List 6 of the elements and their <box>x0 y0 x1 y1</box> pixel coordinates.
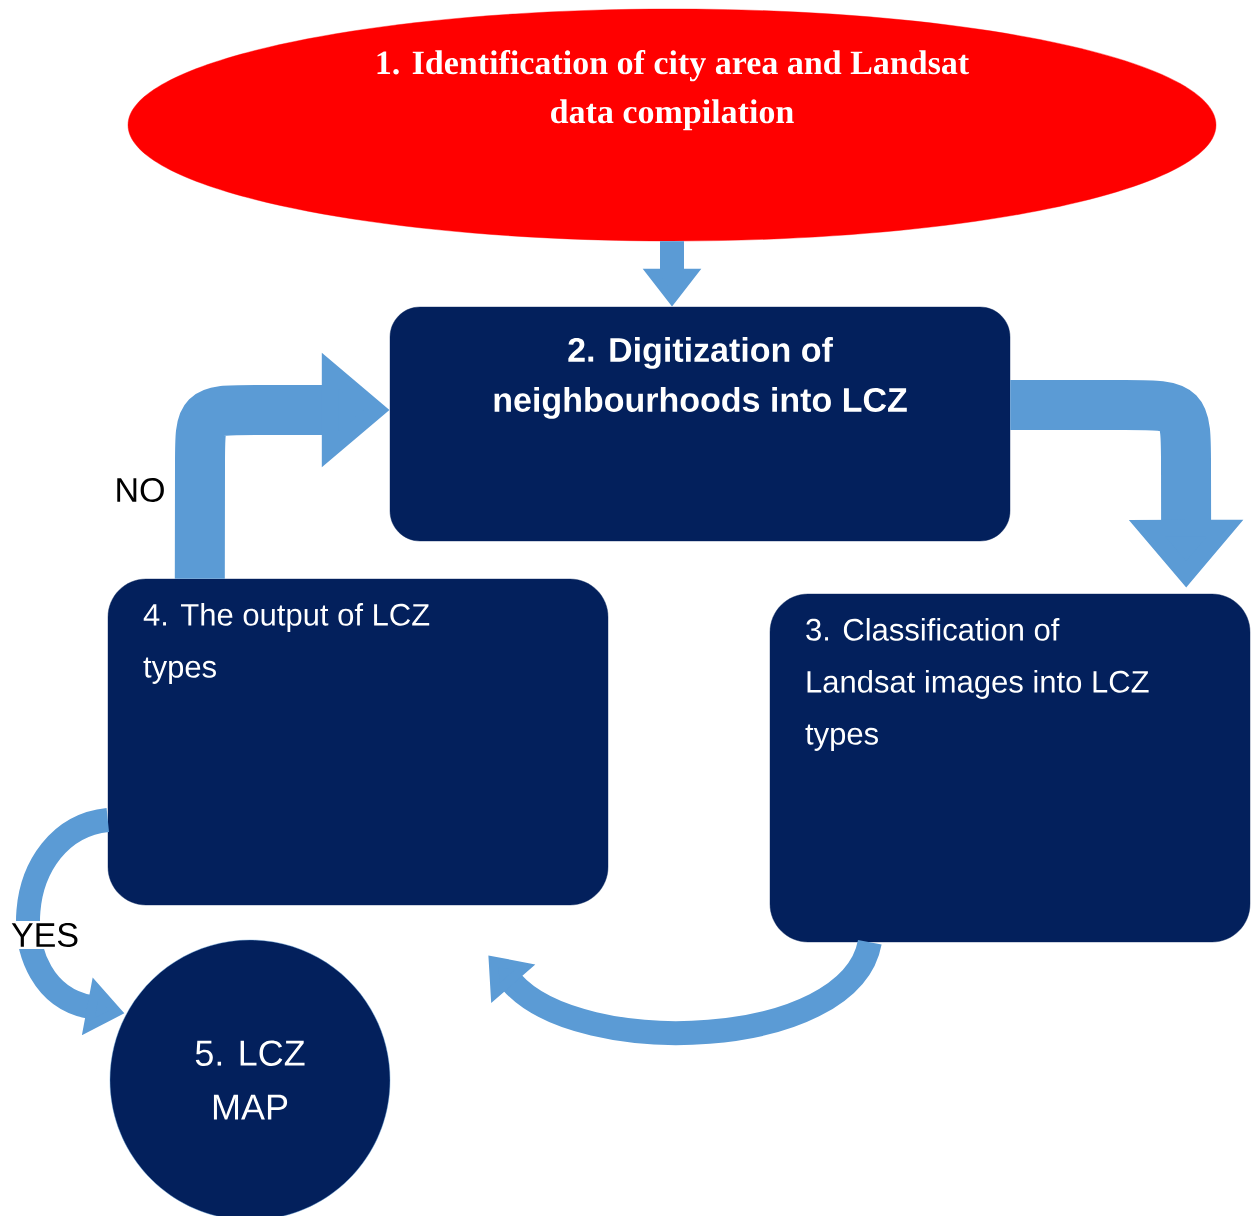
edge-label: NO <box>112 475 168 505</box>
process-box: 4. The output of LCZ types <box>107 578 609 906</box>
process-box: 3. Classification of Landsat images into LCZ types <box>769 593 1251 943</box>
process-box: 2. Digitization of neighbourhoods into LCZ <box>389 306 1011 542</box>
edge-label: YES <box>9 921 81 950</box>
block-arrow <box>488 937 881 1045</box>
